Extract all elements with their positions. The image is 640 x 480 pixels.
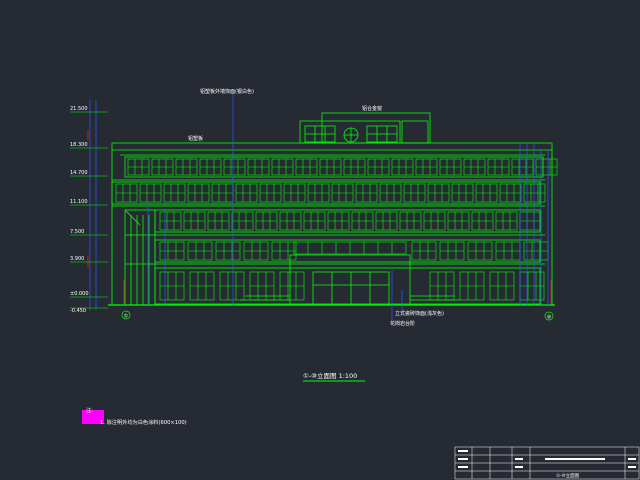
elevation-label: 7.500 — [70, 229, 84, 235]
drawing-title: ①-⑩立面图 1:100 — [303, 371, 357, 380]
elevation-markers: 21.500 18.300 14.700 11.100 7.500 3.900 … — [70, 106, 552, 314]
elevation-label: 18.300 — [70, 142, 88, 148]
entrance-canopy — [289, 254, 411, 305]
notes-heading: 注: — [86, 406, 93, 414]
entrance-steps — [240, 295, 460, 301]
elevation-label: 11.100 — [70, 199, 88, 205]
grid-axis-left: ① — [121, 310, 131, 320]
leader-label-bottom1: 立式瓷砖饰面(浅灰色) — [395, 310, 444, 317]
elevation-label: 3.900 — [70, 256, 84, 262]
window-grid — [115, 158, 558, 301]
grid-axis-left-label: ① — [124, 314, 129, 320]
leader-label-top2: 铝塑板 — [188, 135, 203, 142]
leader-label-bottom2: 花岗岩台阶 — [390, 320, 415, 327]
building-elevation — [108, 112, 555, 306]
notes-highlight — [82, 410, 104, 424]
roof-penthouse-top — [321, 112, 431, 144]
elevation-label: 14.700 — [70, 170, 88, 176]
leader-label-top: 铝塑板外墙饰面(银白色) — [200, 88, 254, 95]
stair-tower — [124, 209, 156, 306]
leader-label-roof: 铝合金窗 — [362, 105, 382, 112]
grid-axis-right-label: ⑩ — [547, 315, 552, 321]
title-block-drawing-name: ①-⑩立面图 — [556, 472, 580, 479]
note-1: 1. 除注明外均为白色涂料(600×100) — [100, 418, 187, 426]
grid-axis-right: ⑩ — [544, 311, 554, 321]
title-block — [454, 446, 640, 480]
elevation-label: -0.450 — [70, 308, 86, 314]
elevation-label: 21.500 — [70, 106, 88, 112]
elevation-label: ±0.000 — [70, 291, 89, 297]
title-block-fills — [458, 450, 636, 468]
